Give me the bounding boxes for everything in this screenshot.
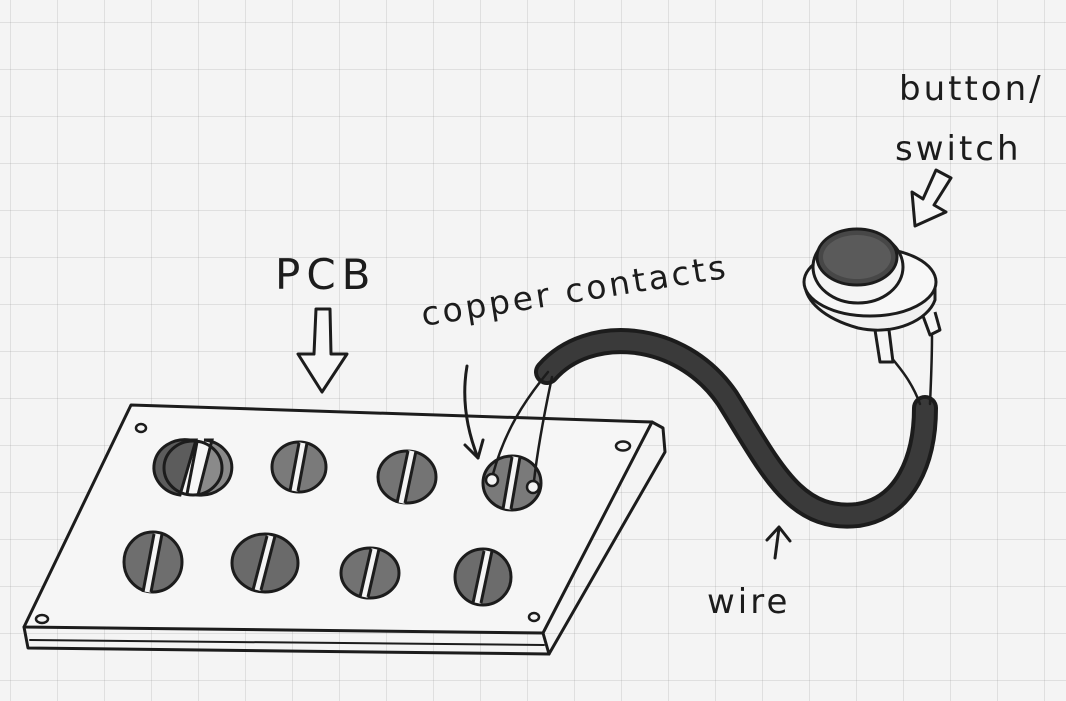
contact-pad [230,532,300,594]
switch-label: switch [895,129,1022,169]
wire-label: wire [707,582,791,622]
mounting-holes [34,422,632,625]
contact-pad [152,438,234,497]
contact-pad [376,449,438,505]
contact-pad [270,440,328,494]
copper-arrow-icon [463,364,480,460]
line-arrows [463,364,792,560]
button-arrow-icon [910,168,953,228]
wire-arrow-icon [773,526,781,560]
pcb-arrow-icon [296,307,349,394]
contact-pad-wired [481,454,543,512]
button-label: button/ [899,69,1044,109]
contact-pad [339,546,401,600]
arrows [296,168,953,394]
mounting-hole-bottom-left [34,613,50,625]
contact-pad [453,547,513,607]
contact-pad [122,530,184,594]
mounting-hole-bottom-right [527,611,541,623]
pcb-label: PCB [275,250,377,299]
copper-contacts [122,438,543,607]
mounting-hole-top-right [614,440,632,452]
wire [491,328,938,529]
pcb-board [22,403,667,656]
push-button [802,227,942,364]
mounting-hole-top-left [134,422,148,434]
